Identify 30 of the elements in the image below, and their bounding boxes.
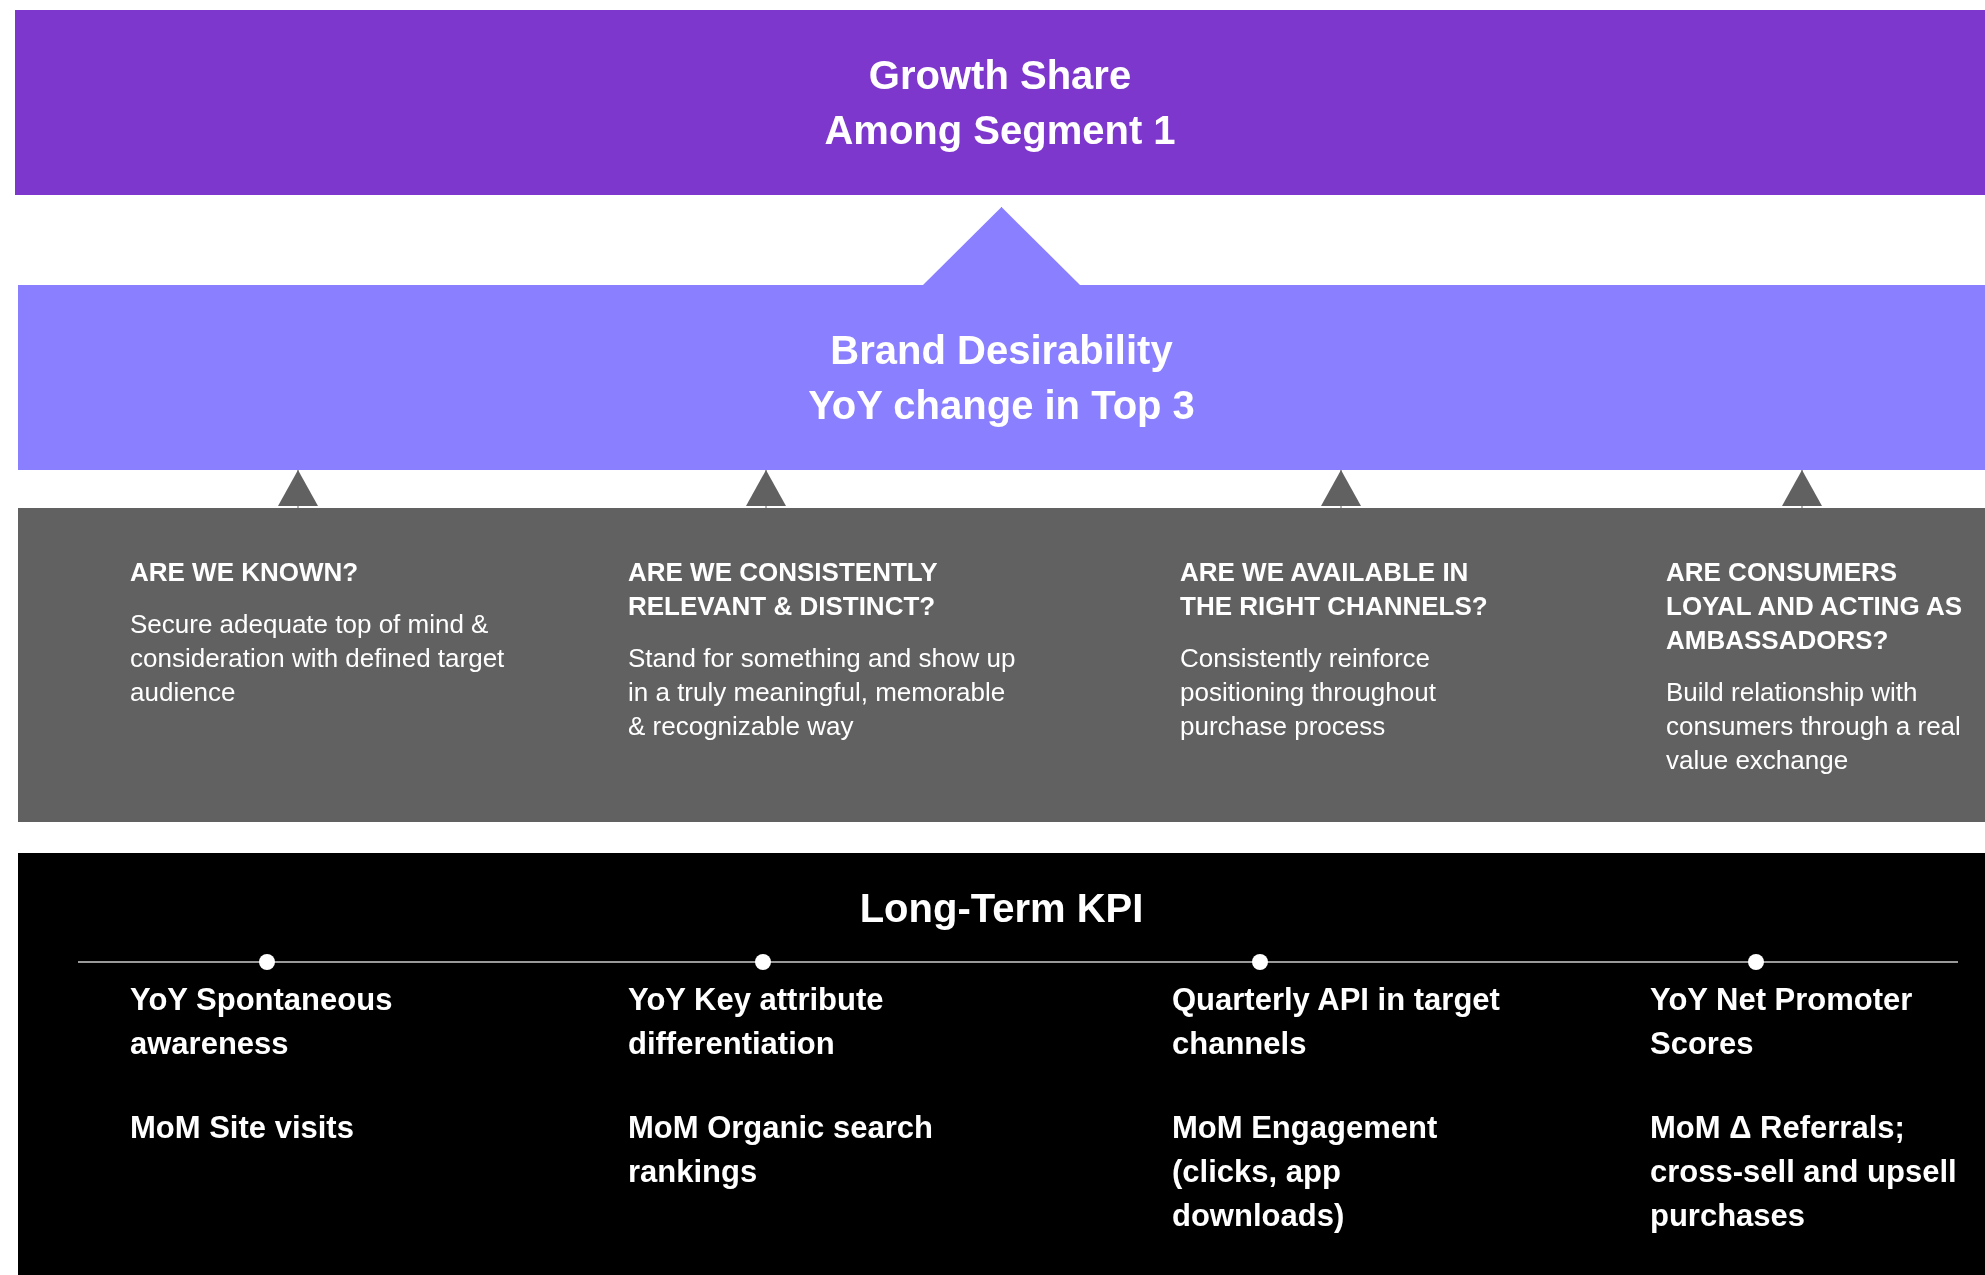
band-subtitle: Among Segment 1	[824, 106, 1176, 154]
kpi-short-term: MoM Site visits	[130, 1109, 355, 1147]
arrow	[1782, 469, 1822, 509]
arrow	[278, 469, 318, 509]
question-heading: ARE WE AVAILABLE IN THE RIGHT CHANNELS?	[1180, 556, 1489, 623]
kpi-short-term: MoM Δ Referrals; cross-sell and upsell purchases	[1650, 1109, 1958, 1235]
kpi-band	[18, 853, 1985, 1275]
band-subtitle: YoY change in Top 3	[808, 381, 1195, 429]
question-description: Consistently reinforce positioning throughout purchase process	[1180, 642, 1437, 743]
kpi-short-term: MoM Engagement (clicks, app downloads)	[1172, 1109, 1439, 1235]
panel-background	[18, 508, 1985, 822]
kpi-long-term: Quarterly API in target channels	[1172, 981, 1501, 1063]
objective-band	[18, 285, 1985, 470]
band-title: Brand Desirability	[830, 326, 1173, 374]
arrow	[746, 469, 786, 509]
band-title: Growth Share	[868, 51, 1132, 99]
arrow	[1321, 469, 1361, 509]
question-heading: ARE CONSUMERS LOYAL AND ACTING AS AMBASSADORS?	[1666, 556, 1964, 657]
question-heading: ARE WE KNOWN?	[130, 556, 360, 589]
arrow	[923, 206, 1080, 286]
band-title: Long-Term KPI	[859, 885, 1144, 932]
goal-band	[15, 10, 1985, 195]
kpi-long-term: YoY Key attribute differentiation	[628, 981, 885, 1063]
question-heading: ARE WE CONSISTENTLY RELEVANT & DISTINCT?	[628, 556, 939, 623]
kpi-long-term: YoY Spontaneous awareness	[130, 981, 394, 1063]
kpi-short-term: MoM Organic search rankings	[628, 1109, 934, 1191]
question-description: Secure adequate top of mind & consideration with defined target audience	[130, 608, 506, 709]
kpi-long-term: YoY Net Promoter Scores	[1650, 981, 1914, 1063]
question-description: Build relationship with consumers through a real value exchange	[1666, 676, 1962, 777]
question-description: Stand for something and show up in a truly meaningful, memorable & recognizable way	[628, 642, 1017, 743]
